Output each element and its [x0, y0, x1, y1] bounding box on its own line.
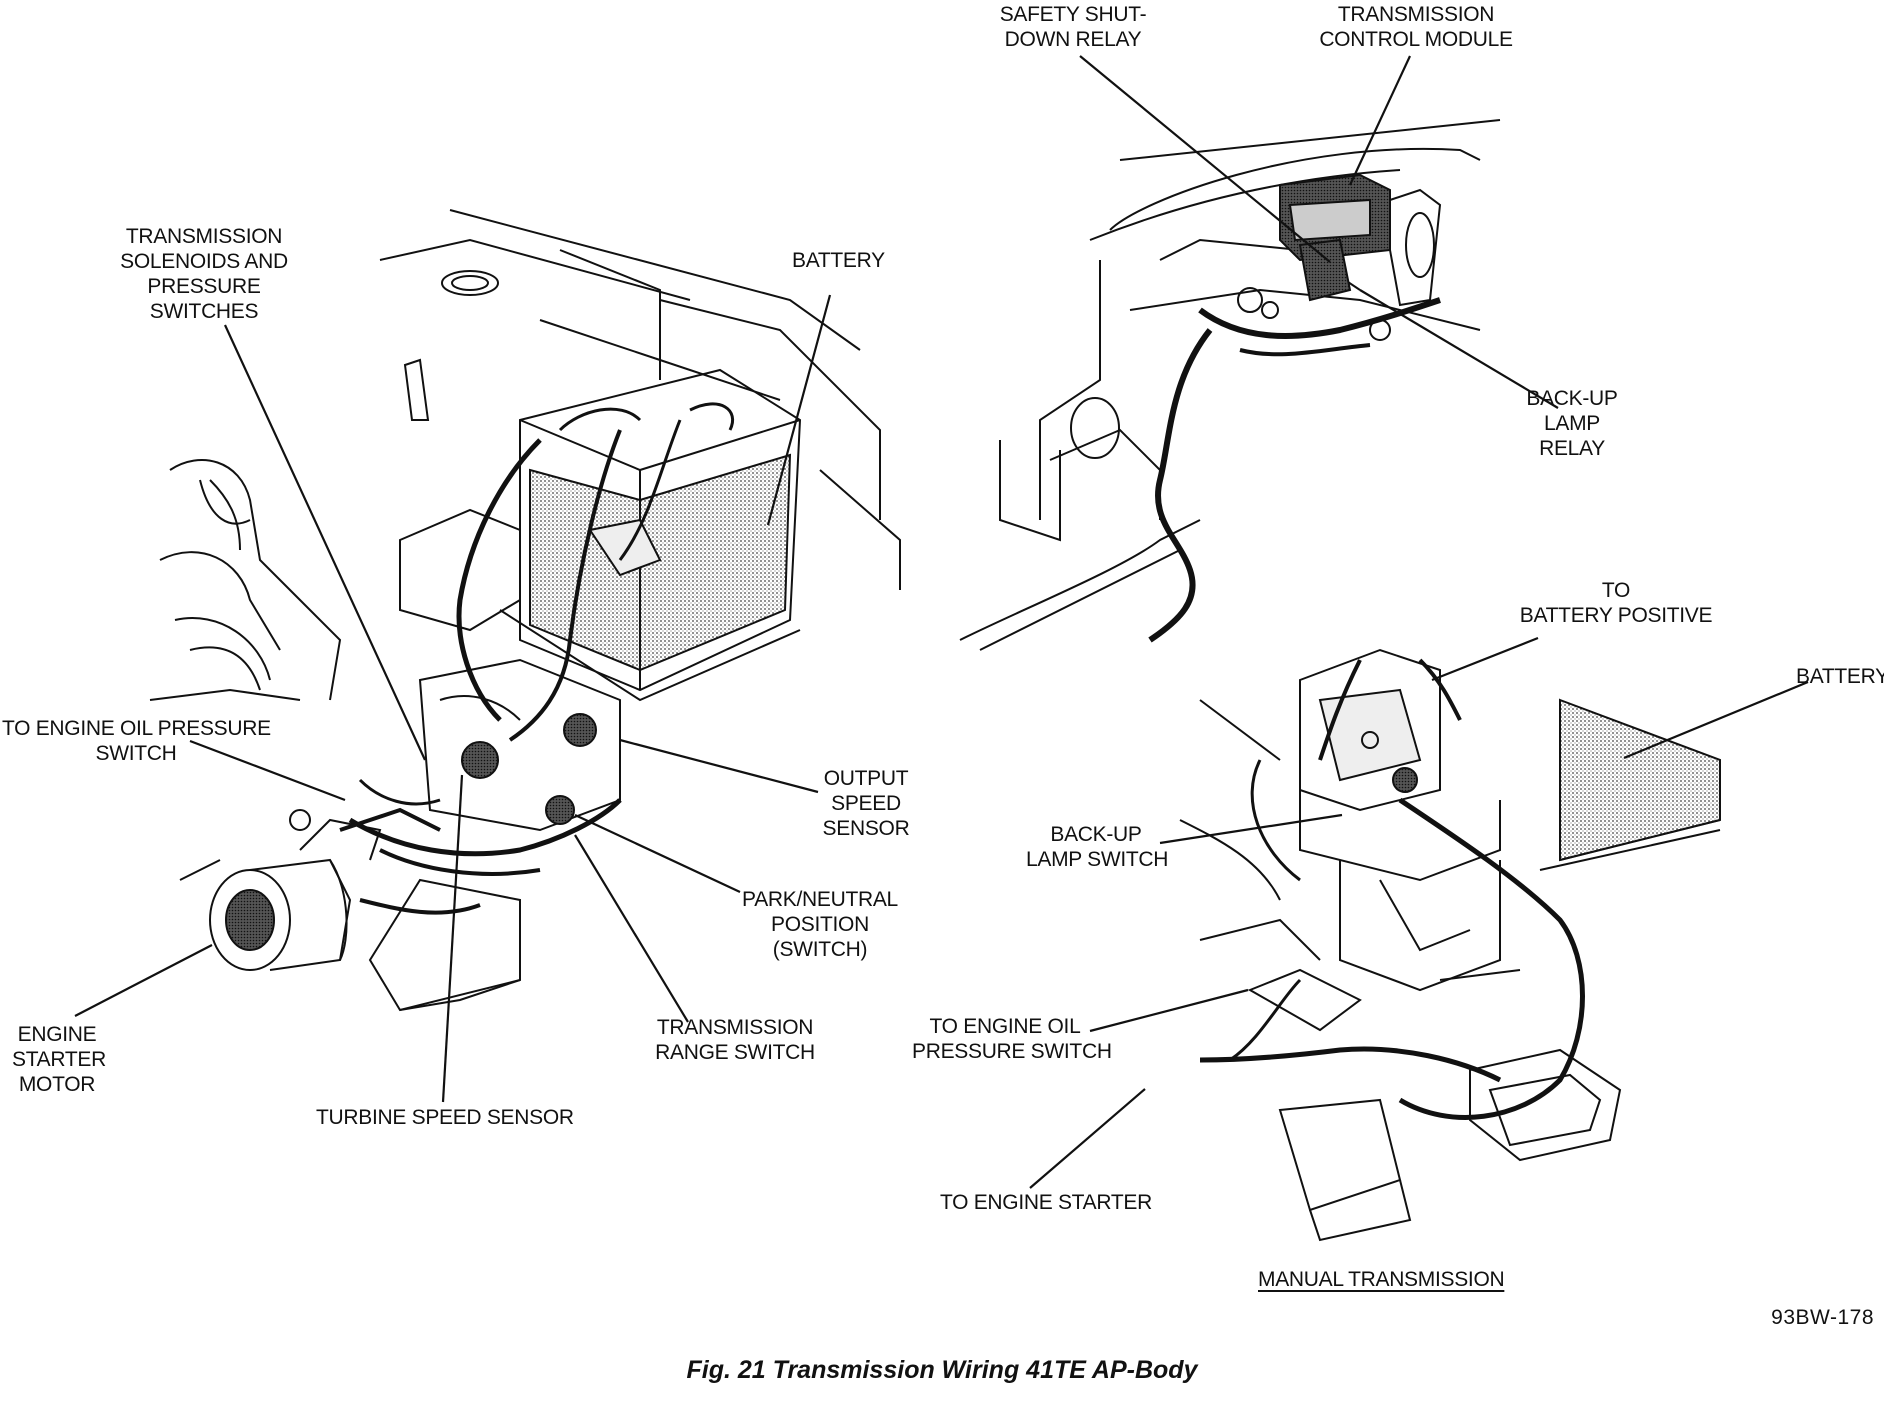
label-engine-starter-motor: ENGINE STARTER MOTOR [12, 1023, 106, 1096]
label-transmission-range-switch: TRANSMISSION RANGE SWITCH [655, 1016, 815, 1064]
label-turbine-speed-sensor: TURBINE SPEED SENSOR [316, 1106, 574, 1129]
label-battery-left: BATTERY [792, 249, 885, 272]
label-park-neutral-position-switch: PARK/NEUTRAL POSITION (SWITCH) [742, 888, 898, 961]
label-to-engine-starter: TO ENGINE STARTER [940, 1191, 1152, 1214]
right-top-drawing [959, 119, 1501, 651]
label-safety-shutdown-relay: SAFETY SHUT- DOWN RELAY [999, 3, 1147, 51]
label-transmission-control-module: TRANSMISSION CONTROL MODULE [1319, 3, 1513, 51]
label-engine-oil-pressure-switch-left: TO ENGINE OIL PRESSURE SWITCH [2, 717, 271, 765]
label-battery-right: BATTERY [1796, 665, 1884, 688]
label-engine-oil-pressure-switch-right: TO ENGINE OIL PRESSURE SWITCH [912, 1015, 1112, 1063]
left-engine-bay-drawing [149, 209, 901, 1012]
label-transmission-solenoids: TRANSMISSION SOLENOIDS AND PRESSURE SWIT… [120, 225, 288, 323]
figure-caption: Fig. 21 Transmission Wiring 41TE AP-Body [686, 1356, 1198, 1384]
label-backup-lamp-switch: BACK-UP LAMP SWITCH [1026, 823, 1169, 871]
right-bottom-drawing [1179, 648, 1721, 1242]
section-title-manual-transmission: MANUAL TRANSMISSION [1258, 1268, 1505, 1291]
leader-lines [74, 55, 1809, 1189]
label-to-battery-positive: TO BATTERY POSITIVE [1519, 579, 1713, 627]
figure-code: 93BW-178 [1771, 1306, 1874, 1329]
label-output-speed-sensor: OUTPUT SPEED SENSOR [822, 767, 910, 840]
label-backup-lamp-relay: BACK-UP LAMP RELAY [1526, 387, 1618, 460]
